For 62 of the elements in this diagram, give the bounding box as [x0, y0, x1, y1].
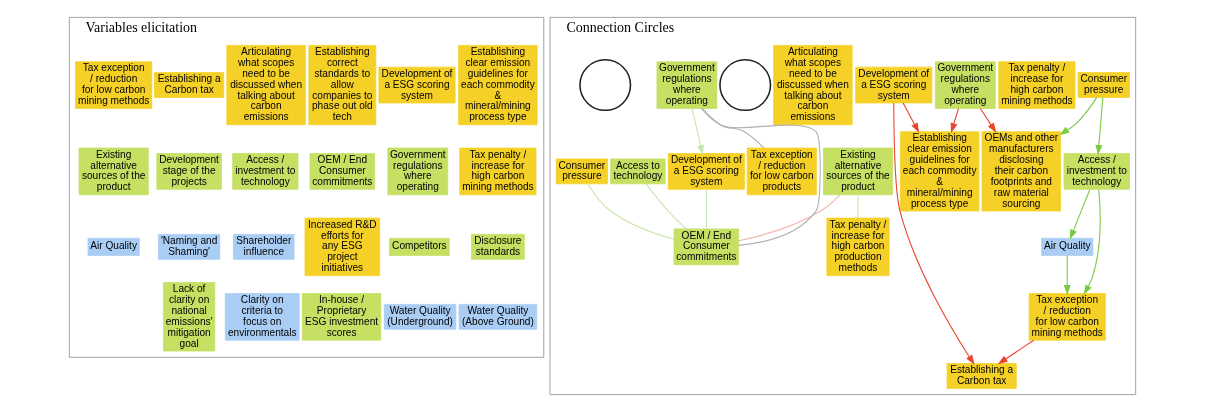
- node-box: OEM / End Consumer commitments: [309, 153, 375, 190]
- arrow: [979, 108, 997, 133]
- node-circle: [579, 59, 632, 112]
- arrow: [1069, 188, 1091, 240]
- node-box: Establishing correct standards to allow companies to phase out old tech: [308, 45, 377, 126]
- arrow: [902, 102, 920, 133]
- node-box: Access / investment to technology: [232, 153, 299, 190]
- node-box: Clarity on criteria to focus on environmentals: [224, 293, 300, 341]
- connector: [645, 183, 687, 230]
- node-box: Access / investment to technology: [1063, 153, 1130, 190]
- node-box: Competitors: [389, 237, 450, 256]
- arrow: [1095, 97, 1104, 155]
- arrow: [893, 102, 975, 365]
- node-box: Air Quality: [87, 237, 140, 256]
- connector: [705, 188, 707, 230]
- node-circle: [719, 59, 772, 112]
- node-box: Government regulations where operating: [656, 61, 718, 109]
- node-box: Consumer pressure: [555, 158, 608, 185]
- node-box: OEMs and other manufacturers disclosing their carbon footprints and raw material sourcing: [981, 131, 1061, 212]
- node-box: Tax exception / reduction for low carbon products: [746, 147, 817, 196]
- node-box: OEM / End Consumer commitments: [673, 228, 739, 266]
- node-box: Development of a ESG scoring system: [855, 66, 933, 104]
- node-box: Development of a ESG scoring system: [378, 66, 456, 104]
- node-box: Articulating what scopes need to be discussed when talking about carbon emissions: [226, 45, 306, 126]
- connector: [700, 107, 821, 246]
- node-box: Government regulations where operating: [387, 147, 449, 196]
- node-box: Tax exception / reduction for low carbon mining methods: [75, 61, 153, 109]
- node-box: Government regulations where operating: [935, 61, 996, 109]
- node-box: Establishing a Carbon tax: [946, 363, 1017, 389]
- node-box: Shareholder influence: [233, 234, 295, 260]
- node-box: Consumer pressure: [1077, 72, 1130, 98]
- node-box: Articulating what scopes need to be discussed when talking about carbon emissions: [773, 45, 853, 126]
- node-box: Development stage of the projects: [156, 153, 222, 190]
- connector: [701, 107, 765, 149]
- node-box: Existing alternative sources of the product: [823, 147, 893, 196]
- arrow: [1083, 188, 1101, 295]
- node-box: 'Naming and Shaming': [158, 234, 221, 260]
- node-box: Water Quality (Above Ground): [458, 304, 538, 330]
- node-box: Access to technology: [610, 158, 666, 185]
- arrow: [691, 108, 704, 156]
- node-box: Existing alternative sources of the product: [78, 147, 149, 196]
- node-box: Tax penalty / increase for high carbon mining methods: [998, 61, 1076, 109]
- node-box: Lack of clarity on national emissions' mitigation goal: [163, 282, 216, 352]
- node-box: Disclosure standards: [471, 234, 525, 260]
- node-box: Tax exception / reduction for low carbon mining methods: [1028, 293, 1106, 341]
- node-box: Establishing a Carbon tax: [154, 72, 225, 98]
- node-box: Establishing clear emission guidelines for each commodity & mineral/mining process type: [900, 131, 980, 212]
- node-box: Tax penalty / increase for high carbon production methods: [826, 217, 890, 276]
- node-box: Establishing clear emission guidelines for each commodity & mineral/mining process type: [458, 45, 538, 126]
- node-box: Water Quality (Underground): [383, 304, 457, 330]
- arrow: [1063, 254, 1071, 296]
- connector: [738, 194, 841, 242]
- arrow: [1059, 97, 1098, 136]
- node-box: Air Quality: [1041, 237, 1094, 256]
- arrow: [997, 339, 1035, 365]
- node-box: In-house / Proprietary ESG investment scores: [301, 293, 382, 341]
- connector: [857, 194, 859, 219]
- node-box: Increased R&D efforts for any ESG project initiatives: [304, 217, 381, 276]
- node-box: Development of a ESG scoring system: [667, 153, 745, 190]
- connector: [587, 183, 675, 240]
- node-box: Tax penalty / increase for high carbon mining methods: [459, 147, 537, 196]
- arrow: [950, 108, 959, 134]
